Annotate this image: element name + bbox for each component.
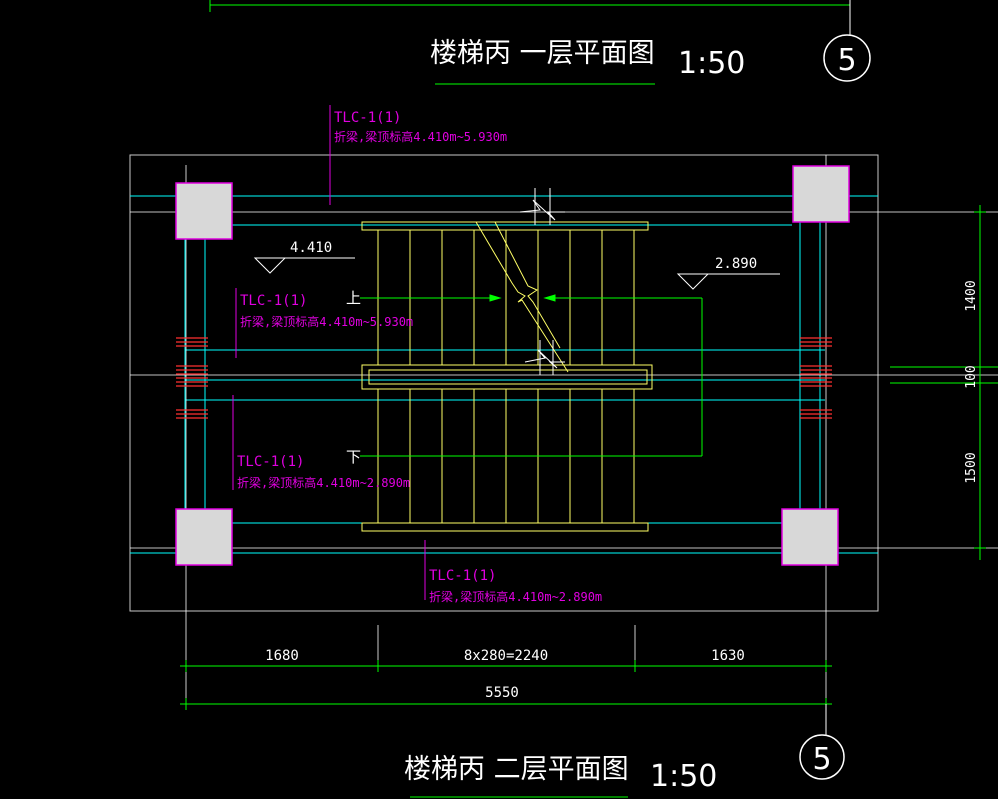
bottom-title: 楼梯丙 二层平面图 xyxy=(404,754,629,785)
stair-landing-inner xyxy=(368,369,648,385)
beam-label-note: 折梁,梁顶标高4.410m~5.930m xyxy=(334,129,507,144)
beam-label-code: TLC-1(1) xyxy=(240,293,307,309)
beam-label-3: TLC-1(1) 折梁,梁顶标高4.410m~2.890m xyxy=(237,454,410,490)
wall-hatch-marks xyxy=(176,337,832,419)
beam-label-code: TLC-1(1) xyxy=(429,568,496,584)
elevation-marker-right: 2.890 xyxy=(676,256,780,290)
stair-landing-beam xyxy=(361,364,653,390)
column-top-left xyxy=(175,182,233,240)
axis-5-top-bubble xyxy=(823,34,871,82)
axis-5-bottom-bubble xyxy=(799,734,845,780)
beam-label-2: TLC-1(1) 折梁,梁顶标高4.410m~5.930m xyxy=(240,293,413,329)
beam-lines xyxy=(130,195,878,554)
bottom-scale: 1:50 xyxy=(650,759,717,794)
stair-break-line xyxy=(475,221,569,373)
stair-bottom-beam xyxy=(361,522,649,532)
outer-wall-outline xyxy=(129,154,879,612)
beam-label-note: 折梁,梁顶标高4.410m~2.890m xyxy=(429,589,602,604)
beam-label-note: 折梁,梁顶标高4.410m~5.930m xyxy=(240,314,413,329)
dim-right: 1630 xyxy=(711,648,745,664)
dim-vertical-middle: 100 xyxy=(964,365,979,388)
elevation-marker-left: 4.410 xyxy=(253,240,355,274)
column-bottom-right xyxy=(781,508,839,566)
axis-5-top-label: 5 xyxy=(837,43,856,78)
direction-lines xyxy=(360,294,703,457)
beam-label-4: TLC-1(1) 折梁,梁顶标高4.410m~2.890m xyxy=(429,568,602,604)
top-scale: 1:50 xyxy=(678,46,745,81)
stair-up-mark: 上 xyxy=(346,289,361,307)
dim-vertical-top: 1400 xyxy=(964,280,979,311)
stair-top-beam xyxy=(361,221,649,231)
columns xyxy=(175,165,850,566)
column-bottom-left xyxy=(175,508,233,566)
beam-label-note: 折梁,梁顶标高4.410m~2.890m xyxy=(237,475,410,490)
vertical-dimensions xyxy=(890,205,998,560)
beam-label-leaders xyxy=(232,105,426,600)
dim-left: 1680 xyxy=(265,648,299,664)
beam-label-code: TLC-1(1) xyxy=(334,110,401,126)
column-top-right xyxy=(792,165,850,223)
break-symbol xyxy=(519,188,565,375)
top-title: 楼梯丙 一层平面图 xyxy=(430,38,655,69)
horizontal-dimensions xyxy=(180,660,832,710)
beam-label-code: TLC-1(1) xyxy=(237,454,304,470)
dim-vertical-bottom: 1500 xyxy=(964,452,979,483)
stair-down-mark: 下 xyxy=(346,448,361,466)
axis-5-bottom-label: 5 xyxy=(812,742,831,777)
dim-middle: 8x280=2240 xyxy=(464,648,548,664)
elevation-left-text: 4.410 xyxy=(290,240,332,256)
elevation-right-text: 2.890 xyxy=(715,256,757,272)
grid-lines xyxy=(130,155,998,735)
dim-total: 5550 xyxy=(485,685,519,701)
beam-label-1: TLC-1(1) 折梁,梁顶标高4.410m~5.930m xyxy=(334,110,507,144)
